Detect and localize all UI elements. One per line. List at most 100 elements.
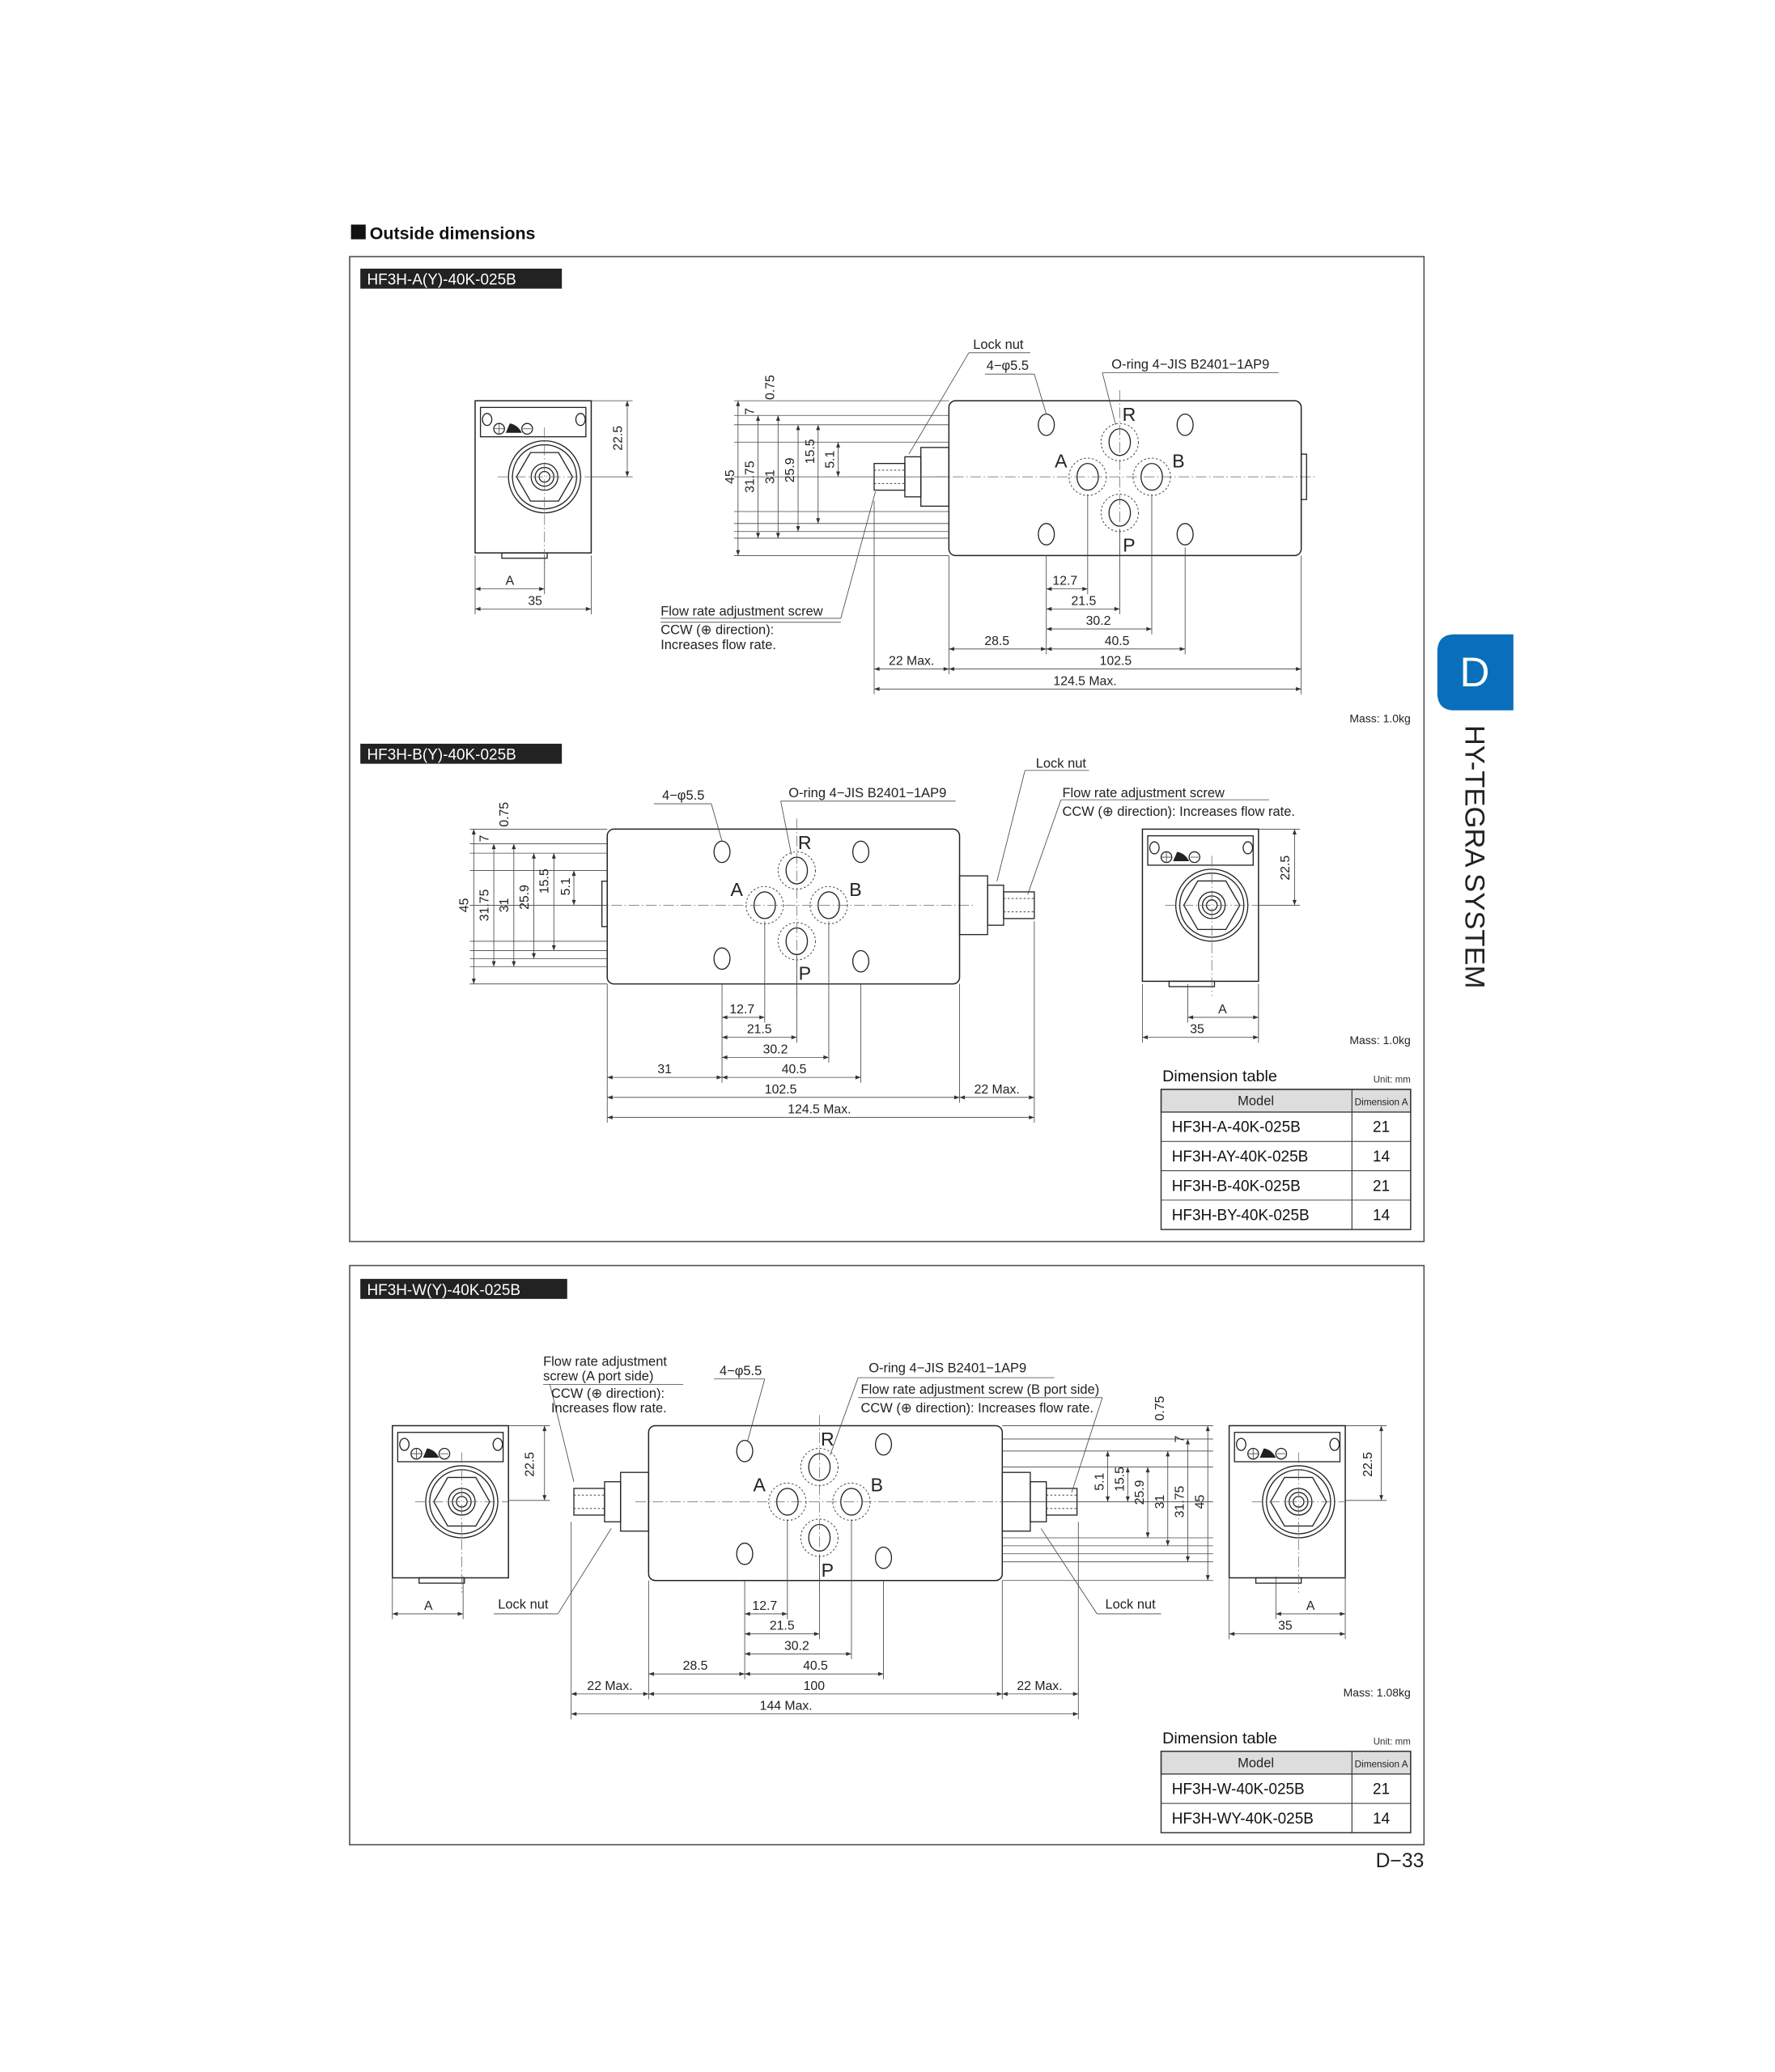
table-cell: 21 — [1373, 1119, 1390, 1136]
callout-ccw: CCW (⊕ direction): Increases flow rate. — [1063, 805, 1295, 819]
dimension: 21.5 — [1071, 594, 1096, 608]
dimension: 0.75 — [1153, 1395, 1167, 1420]
mounting-hole — [736, 1439, 754, 1463]
heading-square-icon — [350, 224, 366, 240]
port-label: P — [799, 963, 811, 984]
front-view-w-right — [1228, 1424, 1346, 1593]
dimension: 25.9 — [518, 885, 532, 910]
screw-hole-icon — [1242, 841, 1254, 855]
drawing-title-a: HF3H-A(Y)-40K-025B — [367, 272, 516, 289]
mass-label: Mass: 1.0kg — [1349, 712, 1410, 725]
callout-holes: 4−φ5.5 — [662, 788, 704, 803]
dimension: 31 — [498, 898, 512, 912]
screw-hole-icon — [1329, 1437, 1340, 1451]
callout-lock-nut: Lock nut — [1036, 757, 1087, 771]
minus-icon — [438, 1447, 451, 1460]
page-number: D−33 — [1376, 1850, 1425, 1872]
dimension: 22 Max. — [587, 1679, 632, 1693]
screw-hole-icon — [482, 413, 493, 427]
dimension: 102.5 — [1100, 655, 1132, 669]
table-cell: 14 — [1373, 1208, 1390, 1225]
title-box-a — [360, 268, 563, 289]
table-unit: Unit: mm — [1374, 1076, 1411, 1085]
dimension: 40.5 — [1105, 635, 1130, 648]
dimension: A — [506, 575, 515, 588]
dimension: 30.2 — [1086, 614, 1111, 628]
minus-icon — [1188, 851, 1200, 864]
dimension: 30.2 — [763, 1042, 788, 1056]
callout-screw-b: Flow rate adjustment screw (B port side) — [861, 1382, 1100, 1397]
front-view-a — [474, 400, 592, 568]
adjustment-screw-b — [958, 875, 1035, 936]
callout-lock-nut: Lock nut — [498, 1597, 549, 1611]
dimension: 124.5 Max. — [788, 1103, 851, 1117]
callout-ccw-b: CCW (⊕ direction): Increases flow rate. — [861, 1401, 1093, 1416]
drawing-title-b: HF3H-B(Y)-40K-025B — [367, 747, 516, 764]
port-label: P — [1123, 534, 1135, 555]
column-header: Model — [1238, 1094, 1274, 1109]
port-label: R — [821, 1429, 834, 1450]
drawing-title-w: HF3H-W(Y)-40K-025B — [367, 1282, 520, 1299]
table-cell: HF3H-BY-40K-025B — [1172, 1208, 1310, 1225]
dimension: 7 — [478, 835, 491, 843]
dimension: 31.75 — [744, 461, 758, 493]
dimension: 45 — [1193, 1494, 1207, 1509]
mounting-hole — [875, 1433, 893, 1456]
dimension: 124.5 Max. — [1053, 674, 1116, 688]
mounting-hole — [851, 949, 870, 973]
dimension: 144 Max. — [760, 1700, 813, 1713]
mounting-hole — [875, 1546, 893, 1569]
dimension: 35 — [528, 594, 542, 608]
dimension: 7 — [744, 408, 758, 415]
minus-icon — [521, 422, 533, 435]
dimension: 21.5 — [770, 1620, 795, 1633]
dimension: 22.5 — [1361, 1452, 1375, 1477]
dimension: 31.75 — [478, 889, 491, 921]
dimension: 31 — [763, 469, 777, 484]
dimension: 0.75 — [498, 802, 512, 827]
table-cell: 14 — [1373, 1149, 1390, 1166]
direction-arrow-icon — [1173, 851, 1190, 861]
dimension: 21.5 — [747, 1023, 772, 1037]
direction-arrow-icon — [505, 423, 522, 433]
dimension: 25.9 — [783, 457, 797, 482]
callout-screw: Flow rate adjustment screw — [1063, 786, 1225, 800]
port-label: R — [1123, 404, 1136, 425]
mounting-hole — [1176, 413, 1194, 436]
table-title: Dimension table — [1162, 1068, 1277, 1085]
callout-ccw-a: CCW (⊕ direction): — [551, 1386, 665, 1401]
callout-screw: Flow rate adjustment screw — [660, 605, 823, 619]
dimension: 22.5 — [524, 1452, 537, 1477]
frame-w — [349, 1264, 1425, 1846]
mounting-hole — [1176, 523, 1194, 546]
port-label: B — [871, 1474, 883, 1495]
callout-oring: O-ring 4−JIS B2401−1AP9 — [788, 786, 946, 800]
dimension: 15.5 — [1113, 1467, 1127, 1492]
mass-label: Mass: 1.0kg — [1349, 1034, 1410, 1047]
table-cell: 21 — [1373, 1178, 1390, 1195]
callout-ccw: CCW (⊕ direction): — [660, 623, 774, 638]
callout-increase: Increases flow rate. — [660, 638, 776, 652]
minus-icon — [1275, 1447, 1288, 1460]
screw-hole-icon — [1149, 841, 1160, 855]
port-label: B — [849, 879, 861, 900]
dimension: 12.7 — [752, 1599, 777, 1613]
dimension: 40.5 — [803, 1659, 828, 1673]
table-cell: 14 — [1373, 1811, 1390, 1828]
port-label: A — [730, 879, 743, 900]
callout-screw-a: Flow rate adjustment — [543, 1354, 667, 1369]
dimension: A — [424, 1599, 433, 1613]
dimension: 22 Max. — [975, 1083, 1020, 1097]
title-box-b — [360, 743, 563, 764]
callout-holes: 4−φ5.5 — [987, 359, 1029, 373]
dimension-table-w: Dimension table Unit: mm Model Dimension… — [1160, 1730, 1412, 1834]
dimension: 22.5 — [611, 426, 625, 451]
port-label: A — [754, 1474, 766, 1495]
callout-oring: O-ring 4−JIS B2401−1AP9 — [868, 1361, 1026, 1376]
port-label: B — [1172, 451, 1184, 472]
port-label: R — [798, 832, 812, 853]
dimension: 15.5 — [538, 868, 552, 894]
callout-oring: O-ring 4−JIS B2401−1AP9 — [1111, 358, 1269, 372]
